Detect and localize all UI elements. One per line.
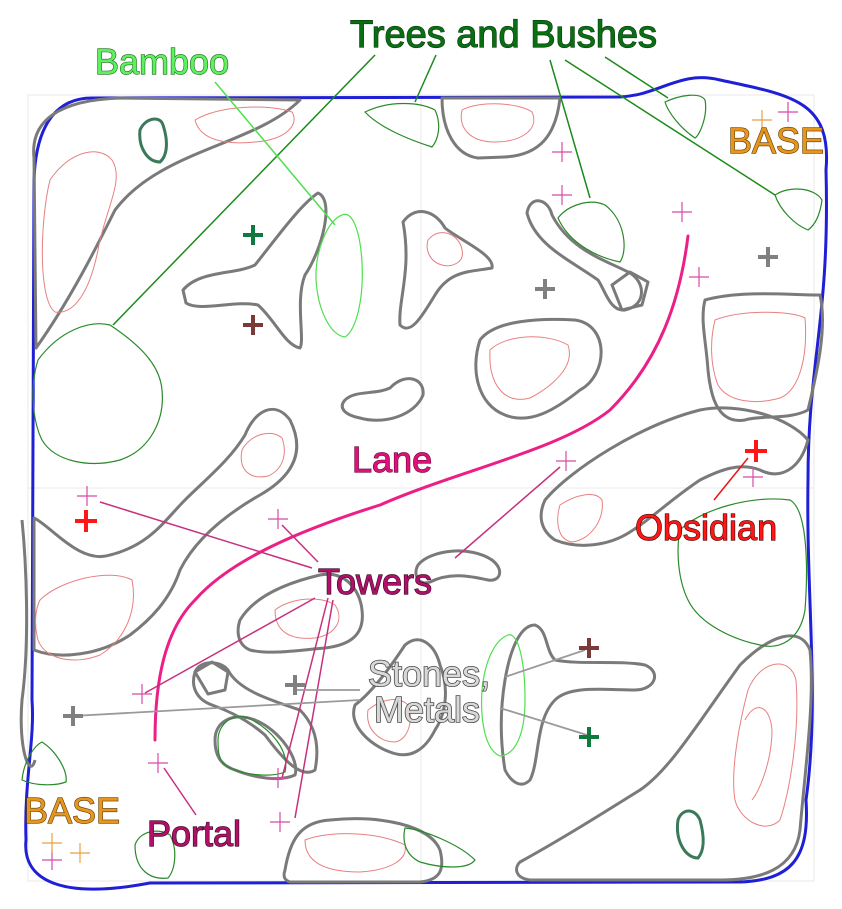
tower-marker <box>77 486 97 506</box>
ore-markers <box>63 225 778 747</box>
rock <box>414 549 502 585</box>
tower-marker <box>552 142 572 162</box>
brown-ore-marker <box>579 638 599 658</box>
rock <box>515 634 813 882</box>
tower-marker <box>148 753 168 773</box>
rock-outlines <box>19 96 824 884</box>
base-marker <box>752 110 772 130</box>
leader-lines-bamboo <box>214 81 336 226</box>
obsidian-label: Obsidian <box>635 507 777 548</box>
leader-lines-stones <box>72 649 588 736</box>
lane-label: Lane <box>352 439 432 480</box>
tower-marker <box>268 509 288 529</box>
tower-markers <box>42 102 798 870</box>
tower-marker <box>689 267 709 287</box>
base-marker <box>42 833 62 853</box>
rock <box>499 623 657 786</box>
green-ore-marker <box>579 727 599 747</box>
brown-ore-marker <box>243 315 263 335</box>
tower-marker <box>556 451 576 471</box>
leader-lines-towers <box>99 466 561 819</box>
base-top-label: BASE <box>728 120 824 161</box>
tower-marker <box>743 467 763 487</box>
towers-label: Towers <box>318 561 432 602</box>
portal-label: Portal <box>147 813 241 854</box>
bamboo-label: Bamboo <box>95 41 229 82</box>
base-bottom-label: BASE <box>24 790 120 831</box>
rock <box>32 96 302 350</box>
tower-marker <box>778 102 798 122</box>
bamboo-areas <box>315 213 526 757</box>
rock <box>19 519 37 768</box>
gray-ore-marker <box>63 706 83 726</box>
obsidian-marker <box>75 510 97 532</box>
green-ore-marker <box>243 225 263 245</box>
gray-ore-marker <box>535 279 555 299</box>
rock <box>352 638 447 757</box>
rock <box>610 270 650 312</box>
base-markers <box>42 110 772 863</box>
rock <box>193 660 230 696</box>
tree-bush-areas <box>21 94 823 879</box>
leader-line-obsidian <box>713 457 749 501</box>
map-boundary <box>24 76 829 891</box>
rock <box>181 191 328 350</box>
tower-marker <box>132 684 152 704</box>
stones-label-line1: Stones, <box>368 653 490 694</box>
rock <box>474 317 603 420</box>
rock <box>440 96 562 160</box>
leader-lines-trees <box>112 54 776 326</box>
rock <box>32 407 299 657</box>
stones-label-line2: Metals <box>374 689 480 730</box>
lane <box>153 234 690 742</box>
base-marker <box>70 843 90 863</box>
tower-marker <box>672 202 692 222</box>
rock <box>192 661 319 774</box>
trees-and-bushes-label: Trees and Bushes <box>350 14 657 56</box>
obsidian-marker <box>745 440 767 462</box>
tower-marker <box>42 850 62 870</box>
rock <box>701 292 824 422</box>
rock <box>398 210 494 330</box>
rock <box>282 817 444 884</box>
tower-marker <box>552 185 572 205</box>
tower-marker <box>268 768 288 788</box>
inner-contours <box>35 103 807 873</box>
thick-vegetation <box>138 117 705 860</box>
tower-marker <box>270 812 290 832</box>
lanes <box>153 234 690 742</box>
rock <box>525 199 643 312</box>
gray-ore-marker <box>285 675 305 695</box>
rock <box>340 377 425 422</box>
rock <box>236 572 364 654</box>
gray-ore-marker <box>758 247 778 267</box>
